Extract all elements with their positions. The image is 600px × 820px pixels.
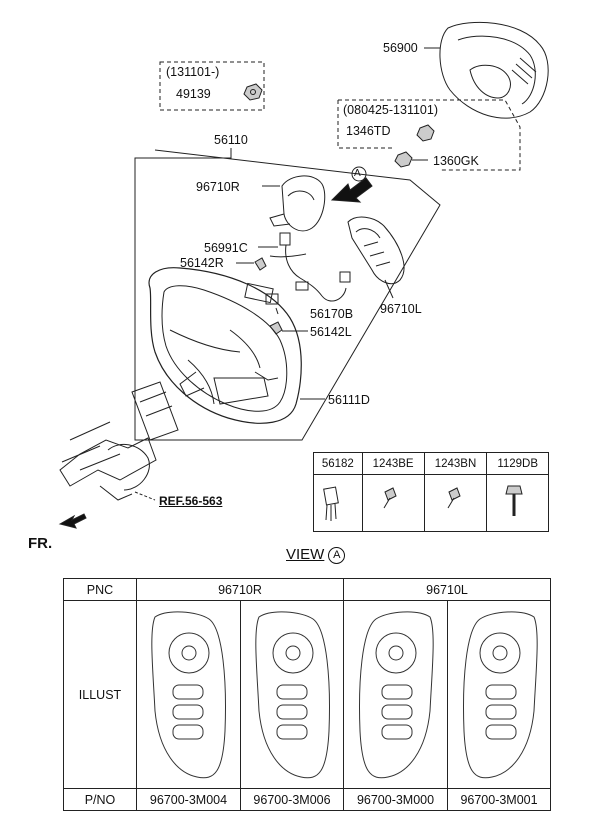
nut-1360gk	[394, 151, 428, 168]
illust-96700-3m000	[343, 600, 449, 789]
parts-header-1129db: 1129DB	[486, 452, 549, 475]
pno-96700-3m001[interactable]: 96700-3M001	[447, 788, 552, 811]
label-49139: 49139	[176, 87, 211, 101]
label-1360gk: 1360GK	[433, 154, 479, 168]
view-a-arrow	[330, 166, 373, 203]
nut-49139	[243, 83, 263, 101]
parts-cell-1243bn	[423, 474, 488, 532]
pno-96700-3m006[interactable]: 96700-3M006	[239, 788, 345, 811]
label-56142l: 56142L	[310, 325, 352, 339]
label-1346td: 1346TD	[346, 124, 391, 138]
pno-96700-3m004[interactable]: 96700-3M004	[136, 788, 241, 811]
pnc-96710l: 96710L	[343, 578, 552, 601]
pno-96700-3m000[interactable]: 96700-3M000	[343, 788, 449, 811]
illust-label: ILLUST	[63, 600, 137, 789]
airbag-module-56900	[424, 21, 549, 119]
switch-panel-icon	[463, 611, 538, 779]
parts-header-56182: 56182	[313, 452, 363, 475]
date-box-2	[337, 99, 521, 171]
front-label: FR.	[28, 535, 53, 552]
view-marker: A	[328, 546, 346, 564]
label-96710l: 96710L	[380, 302, 422, 316]
date-box-1	[159, 61, 265, 111]
steering-wheel-56111d	[148, 267, 325, 424]
label-56111d: 56111D	[328, 393, 370, 407]
parts-header-1243bn: 1243BN	[423, 452, 488, 475]
label-56110: 56110	[214, 133, 248, 147]
switch-panel-icon	[151, 611, 226, 779]
switch-96710r	[262, 175, 326, 232]
parts-header-1243be: 1243BE	[361, 452, 425, 475]
screw-56142l	[269, 321, 308, 335]
label-date-range-1: (131101-)	[166, 65, 220, 79]
switch-56170b	[244, 282, 279, 315]
label-56991c: 56991C	[204, 241, 248, 255]
switch-96710l	[347, 216, 405, 299]
illust-96700-3m001	[447, 600, 552, 789]
nut-1346td	[416, 124, 435, 142]
pno-label: P/NO	[63, 788, 137, 811]
label-56142r: 56142R	[180, 256, 224, 270]
view-a-table: PNC 96710R 96710L ILLUST	[63, 578, 552, 811]
illust-96700-3m004	[136, 600, 241, 789]
label-56170b: 56170B	[310, 307, 354, 321]
parts-cell-1129db	[486, 474, 549, 532]
wiring-harness-56991c	[258, 232, 351, 302]
view-marker-a: A	[354, 168, 361, 179]
label-96710r: 96710R	[196, 180, 240, 194]
switch-panel-icon	[359, 611, 434, 779]
parts-cell-1243be	[361, 474, 425, 532]
pnc-96710r: 96710R	[135, 578, 345, 601]
parts-cell-56182	[313, 474, 363, 532]
steering-column	[59, 381, 179, 501]
hardware-parts-table: 56182 1243BE 1243BN 1129DB	[313, 452, 549, 532]
assembly-bracket	[134, 148, 441, 441]
label-56900: 56900	[383, 41, 418, 55]
front-arrow-icon	[58, 513, 87, 529]
illust-96700-3m006	[239, 600, 345, 789]
pnc-label: PNC	[63, 578, 137, 601]
screw-56142r	[236, 257, 267, 271]
reference-label[interactable]: REF.56-563	[159, 494, 223, 508]
switch-panel-icon	[255, 611, 330, 779]
label-date-range-2: (080425-131101)	[343, 103, 438, 117]
